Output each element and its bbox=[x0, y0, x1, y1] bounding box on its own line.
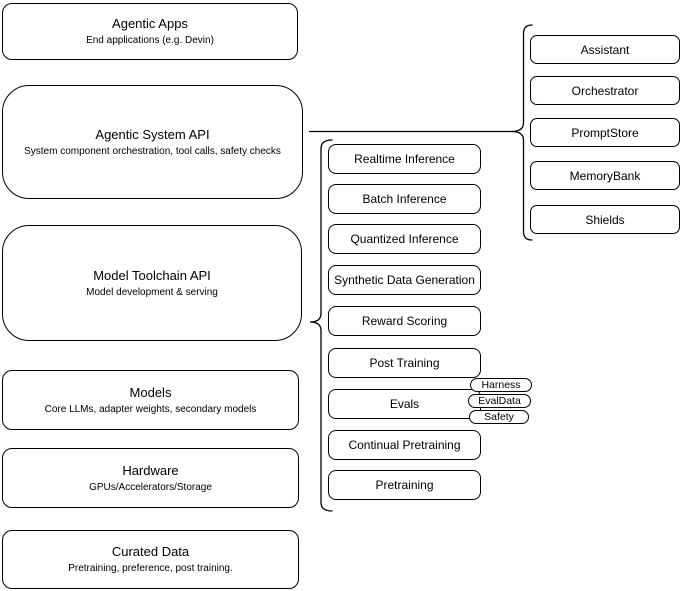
node-label: Batch Inference bbox=[362, 192, 447, 206]
node-title: Agentic Apps bbox=[112, 16, 188, 31]
node-label: MemoryBank bbox=[569, 168, 641, 183]
node-label: Evals bbox=[389, 397, 420, 411]
node-post-training: Post Training bbox=[328, 348, 481, 378]
node-title: Curated Data bbox=[111, 544, 190, 559]
node-label: Realtime Inference bbox=[354, 152, 455, 166]
node-models: Models Core LLMs, adapter weights, secon… bbox=[2, 370, 299, 430]
node-pretraining: Pretraining bbox=[328, 470, 481, 500]
brace-system-components bbox=[511, 24, 533, 241]
node-realtime-inference: Realtime Inference bbox=[328, 144, 481, 174]
tag-label: Harness bbox=[481, 379, 521, 391]
node-label: Shields bbox=[585, 212, 625, 227]
node-title: Hardware bbox=[122, 462, 179, 478]
node-label: Assistant bbox=[580, 42, 630, 57]
node-subtitle: GPUs/Accelerators/Storage bbox=[89, 481, 212, 493]
node-model-toolchain-api: Model Toolchain API Model development & … bbox=[2, 225, 302, 341]
node-batch-inference: Batch Inference bbox=[328, 184, 481, 214]
node-assistant: Assistant bbox=[530, 35, 680, 64]
node-title: Models bbox=[129, 384, 172, 400]
tag-label: Safety bbox=[484, 411, 514, 423]
node-promptstore: PromptStore bbox=[530, 118, 680, 147]
node-continual-pretraining: Continual Pretraining bbox=[328, 430, 481, 460]
node-title: Model Toolchain API bbox=[93, 267, 211, 283]
node-agentic-system-api: Agentic System API System component orch… bbox=[2, 85, 303, 199]
tag-harness: Harness bbox=[470, 378, 532, 392]
node-label: Continual Pretraining bbox=[348, 438, 461, 452]
node-subtitle: System component orchestration, tool cal… bbox=[24, 145, 281, 157]
node-synthetic-data-generation: Synthetic Data Generation bbox=[328, 265, 481, 295]
node-agentic-apps: Agentic Apps End applications (e.g. Devi… bbox=[2, 3, 298, 60]
node-subtitle: Pretraining, preference, post training. bbox=[68, 563, 233, 574]
node-label: Reward Scoring bbox=[361, 314, 448, 328]
node-label: PromptStore bbox=[571, 125, 639, 140]
node-subtitle: Model development & serving bbox=[86, 286, 218, 298]
tag-evaldata: EvalData bbox=[468, 394, 531, 408]
node-label: Post Training bbox=[369, 356, 440, 370]
node-label: Synthetic Data Generation bbox=[334, 273, 475, 287]
node-shields: Shields bbox=[530, 205, 680, 234]
node-quantized-inference: Quantized Inference bbox=[328, 224, 481, 254]
node-hardware: Hardware GPUs/Accelerators/Storage bbox=[2, 448, 299, 508]
node-reward-scoring: Reward Scoring bbox=[328, 306, 481, 336]
node-subtitle: Core LLMs, adapter weights, secondary mo… bbox=[44, 403, 257, 415]
node-orchestrator: Orchestrator bbox=[530, 76, 680, 105]
node-label: Pretraining bbox=[375, 478, 434, 492]
node-memorybank: MemoryBank bbox=[530, 161, 680, 190]
node-evals: Evals bbox=[328, 389, 481, 419]
node-subtitle: End applications (e.g. Devin) bbox=[86, 35, 214, 46]
tag-label: EvalData bbox=[478, 395, 521, 407]
tag-safety: Safety bbox=[469, 410, 529, 424]
node-label: Orchestrator bbox=[571, 83, 639, 98]
node-curated-data: Curated Data Pretraining, preference, po… bbox=[2, 530, 299, 589]
node-label: Quantized Inference bbox=[350, 232, 459, 246]
node-title: Agentic System API bbox=[95, 126, 210, 142]
